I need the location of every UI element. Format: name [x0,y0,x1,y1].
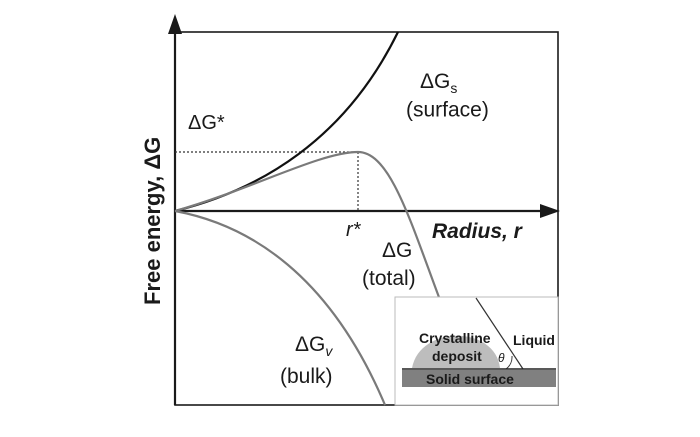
liquid-boundary-line [475,297,524,370]
critical-energy-label: ΔG* [188,112,225,134]
bulk-curve-subscript: v [325,343,333,359]
crystalline-deposit-shape [412,335,500,368]
inset-angle-label: θ [498,351,505,365]
surface-curve-subscript: s [450,80,457,96]
inset-deposit-label-line1: Crystalline [419,330,491,346]
surface-curve-caption: (surface) [406,98,489,121]
inset-liquid-label: Liquid [513,332,555,348]
bulk-energy-curve [174,209,387,406]
total-curve-symbol: ΔG [382,239,412,262]
x-axis-label: Radius, r [432,220,524,243]
surface-curve-symbol: ΔG [420,70,450,93]
total-curve-caption: (total) [362,267,416,290]
solid-surface-block [402,370,556,387]
inset-deposit-label-line2: deposit [432,348,482,364]
critical-radius-label: r* [346,219,362,241]
x-axis-arrowhead [540,204,560,218]
bulk-curve-label: ΔGv [295,333,333,359]
y-axis-label: Free energy, ΔG [140,137,165,305]
surface-curve-label: ΔGs [420,70,457,96]
y-axis-arrowhead [168,14,182,34]
total-energy-curve [174,150,442,301]
wetting-inset: Crystalline deposit Liquid θ Solid surfa… [394,296,559,406]
inset-substrate-label: Solid surface [426,371,514,387]
bulk-curve-caption: (bulk) [280,365,333,388]
bulk-curve-symbol: ΔG [295,333,325,356]
